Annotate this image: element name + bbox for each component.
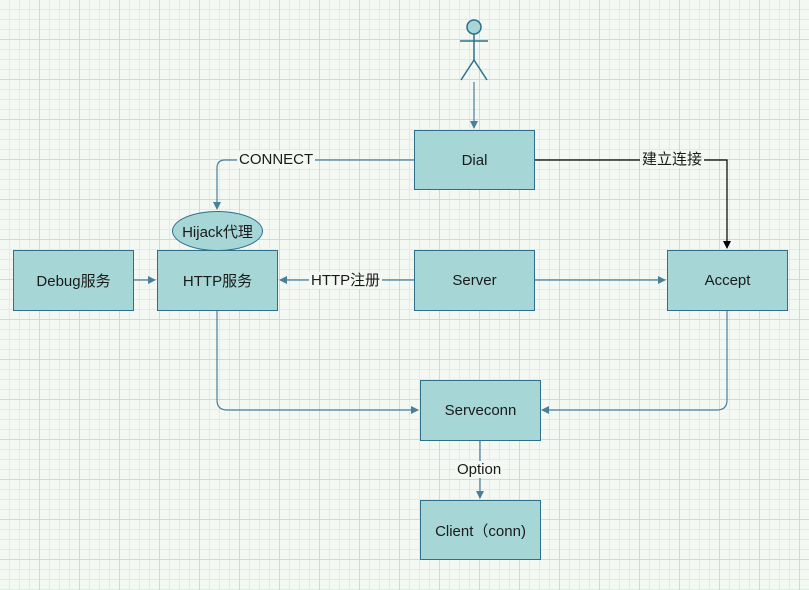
node-hijack-proxy[interactable]: Hijack代理 bbox=[172, 211, 263, 251]
node-accept[interactable]: Accept bbox=[667, 250, 788, 311]
edge-label-connect: CONNECT bbox=[237, 151, 316, 168]
edge-accept-serveconn bbox=[541, 311, 728, 414]
node-debug-service[interactable]: Debug服务 bbox=[13, 250, 134, 311]
edge-establish bbox=[535, 159, 731, 249]
node-serveconn[interactable]: Serveconn bbox=[420, 380, 541, 441]
edge-label-http-register: HTTP注册 bbox=[309, 272, 383, 289]
edge-label-option: Option bbox=[455, 461, 504, 478]
actor-icon bbox=[460, 19, 488, 81]
edge-label-establish: 建立连接 bbox=[640, 151, 705, 168]
edge-connect bbox=[213, 159, 414, 210]
node-server[interactable]: Server bbox=[414, 250, 535, 311]
node-dial[interactable]: Dial bbox=[414, 130, 535, 190]
edge-http-serveconn bbox=[216, 311, 419, 414]
node-client-conn[interactable]: Client（conn) bbox=[420, 500, 541, 560]
node-http-service[interactable]: HTTP服务 bbox=[157, 250, 278, 311]
